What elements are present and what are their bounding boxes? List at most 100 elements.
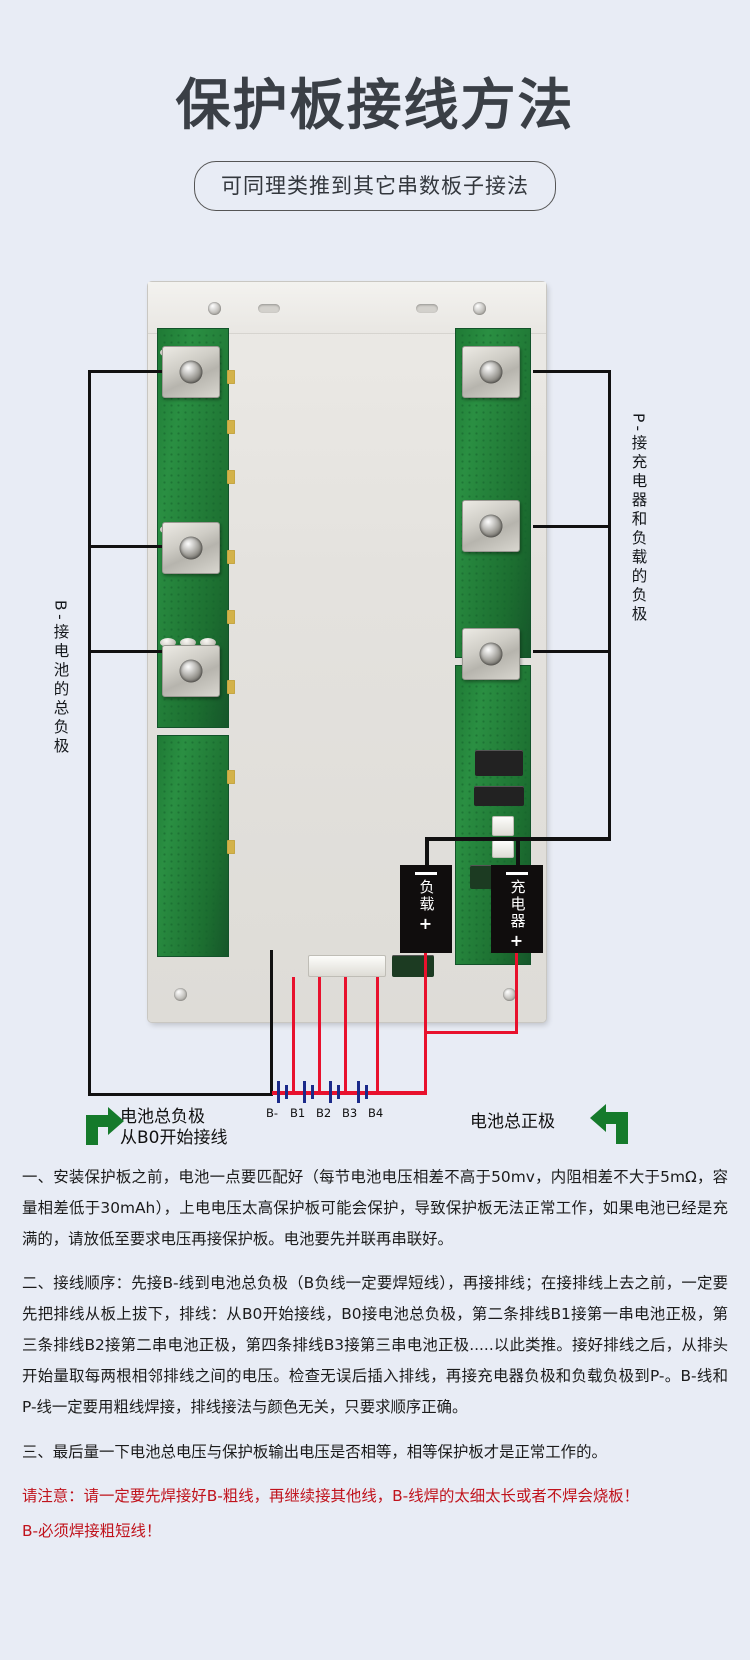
board-slot	[258, 304, 280, 313]
mosfet-chip	[475, 750, 523, 776]
wire-load-drop	[425, 837, 429, 867]
page-header: 保护板接线方法 可同理类推到其它串数板子接法	[0, 0, 750, 211]
charger-label: 充电器	[508, 879, 527, 930]
white-connector	[492, 816, 514, 836]
wire-left-branch-2	[88, 545, 166, 548]
wire-red-load-positive	[424, 953, 427, 1093]
terminal-label-b-minus: B-	[266, 1106, 279, 1120]
gold-pad	[227, 840, 235, 854]
board-screw	[473, 302, 486, 315]
load-minus-symbol	[415, 872, 437, 875]
load-label: 负载	[417, 879, 436, 913]
wire-left-vertical	[88, 370, 91, 652]
caption-battery-positive: 电池总正极	[470, 1112, 555, 1132]
subtitle-container: 可同理类推到其它串数板子接法	[0, 161, 750, 211]
cell-plate	[277, 1081, 280, 1103]
cell-plate	[311, 1085, 314, 1099]
bottom-component	[392, 955, 434, 977]
balance-lead-b3	[344, 977, 347, 1093]
wire-left-bottom	[88, 1093, 273, 1096]
wire-red-join	[424, 1031, 518, 1034]
cell-plate	[337, 1085, 340, 1099]
caption-line-1: 电池总负极	[120, 1107, 205, 1127]
charger-minus-symbol	[506, 872, 528, 875]
wire-right-down	[608, 650, 611, 840]
terminal-hole	[479, 360, 503, 384]
balance-lead-b4	[376, 977, 379, 1093]
wire-b-minus-riser	[270, 950, 273, 1096]
balance-lead-b1	[292, 977, 295, 1093]
terminal-hole	[479, 514, 503, 538]
page-subtitle: 可同理类推到其它串数板子接法	[194, 161, 556, 211]
board-screw	[503, 988, 516, 1001]
terminal-label-b2: B2	[316, 1106, 332, 1120]
wire-red-charger-positive	[515, 953, 518, 1031]
caption-battery-negative: 电池总负极 从B0开始接线	[120, 1107, 227, 1150]
terminal-label-b3: B3	[342, 1106, 358, 1120]
terminal-hole	[179, 360, 203, 384]
solder-blob	[180, 638, 196, 647]
label-p-minus-description: P-接充电器和负载的负极	[629, 413, 648, 625]
gold-pad	[227, 470, 235, 484]
terminal-b-left-1	[162, 346, 220, 398]
gold-pad	[227, 420, 235, 434]
cell-plate	[357, 1081, 360, 1103]
load-device-box: 负载 +	[400, 865, 452, 953]
terminal-hole	[479, 642, 503, 666]
instruction-item-3: 三、最后量一下电池总电压与保护板输出电压是否相等，相等保护板才是正常工作的。	[22, 1442, 607, 1461]
arrow-battery-negative-icon	[86, 1107, 124, 1145]
terminal-hole	[179, 536, 203, 560]
cell-plate	[285, 1085, 288, 1099]
gold-pad	[227, 770, 235, 784]
wire-charger-drop	[516, 837, 520, 867]
wire-right-branch-1	[533, 370, 611, 373]
terminal-p-right-1	[462, 346, 520, 398]
board-screw	[208, 302, 221, 315]
arrow-battery-positive-icon	[590, 1104, 628, 1144]
board-slot	[416, 304, 438, 313]
wire-right-branch-3	[533, 650, 611, 653]
warning-note: 请注意：请一定要先焊接好B-粗线，再继续接其他线，B-线焊的太细太长或者不焊会烧…	[22, 1481, 728, 1547]
cell-plate	[329, 1081, 332, 1103]
pcb-strip-left-lower	[157, 735, 229, 957]
gold-pad	[227, 550, 235, 564]
balance-lead-b2	[318, 977, 321, 1093]
cell-plate	[303, 1081, 306, 1103]
terminal-label-b4: B4	[368, 1106, 384, 1120]
gold-pad	[227, 610, 235, 624]
terminal-p-right-3	[462, 628, 520, 680]
load-plus-symbol: +	[418, 914, 434, 933]
wire-left-branch-3	[88, 650, 166, 653]
terminal-b-left-3	[162, 645, 220, 697]
wire-left-branch-1	[88, 370, 166, 373]
instructions-block: 一、安装保护板之前，电池一点要匹配好（每节电池电压相差不高于50mv，内阻相差不…	[22, 1162, 728, 1551]
wire-left-down	[88, 650, 91, 1096]
instruction-item-1: 一、安装保护板之前，电池一点要匹配好（每节电池电压相差不高于50mv，内阻相差不…	[22, 1168, 728, 1248]
wire-red-battery-positive	[272, 1091, 427, 1095]
terminal-p-right-2	[462, 500, 520, 552]
instruction-item-2: 二、接线顺序：先接B-线到电池总负极（B负线一定要焊短线），再接排线；在接排线上…	[22, 1274, 728, 1416]
terminal-label-b1: B1	[290, 1106, 306, 1120]
warning-note-line-1: 请注意：请一定要先焊接好B-粗线，再继续接其他线，B-线焊的太细太长或者不焊会烧…	[22, 1487, 640, 1506]
page-title: 保护板接线方法	[175, 73, 575, 137]
wire-right-vertical	[608, 370, 611, 652]
caption-line-2: 从B0开始接线	[120, 1128, 228, 1149]
gold-pad	[227, 370, 235, 384]
solder-row	[160, 638, 216, 647]
ic-chip	[474, 786, 524, 806]
warning-note-line-2: B-必须焊接粗短线！	[22, 1522, 162, 1541]
white-connector	[492, 840, 514, 858]
balance-connector	[308, 955, 386, 977]
gold-pad	[227, 680, 235, 694]
solder-blob	[160, 638, 176, 647]
board-screw	[174, 988, 187, 1001]
solder-blob	[200, 638, 216, 647]
wiring-diagram: 负载 + 充电器 + B- B1 B2 B3 B4 B-接电池的总负极 P-接充…	[0, 250, 750, 1160]
cell-plate	[365, 1085, 368, 1099]
label-b-minus-description: B-接电池的总负极	[51, 600, 70, 757]
terminal-hole	[179, 659, 203, 683]
charger-device-box: 充电器 +	[491, 865, 543, 953]
terminal-b-left-2	[162, 522, 220, 574]
wire-right-branch-2	[533, 525, 611, 528]
charger-plus-symbol: +	[509, 931, 525, 950]
